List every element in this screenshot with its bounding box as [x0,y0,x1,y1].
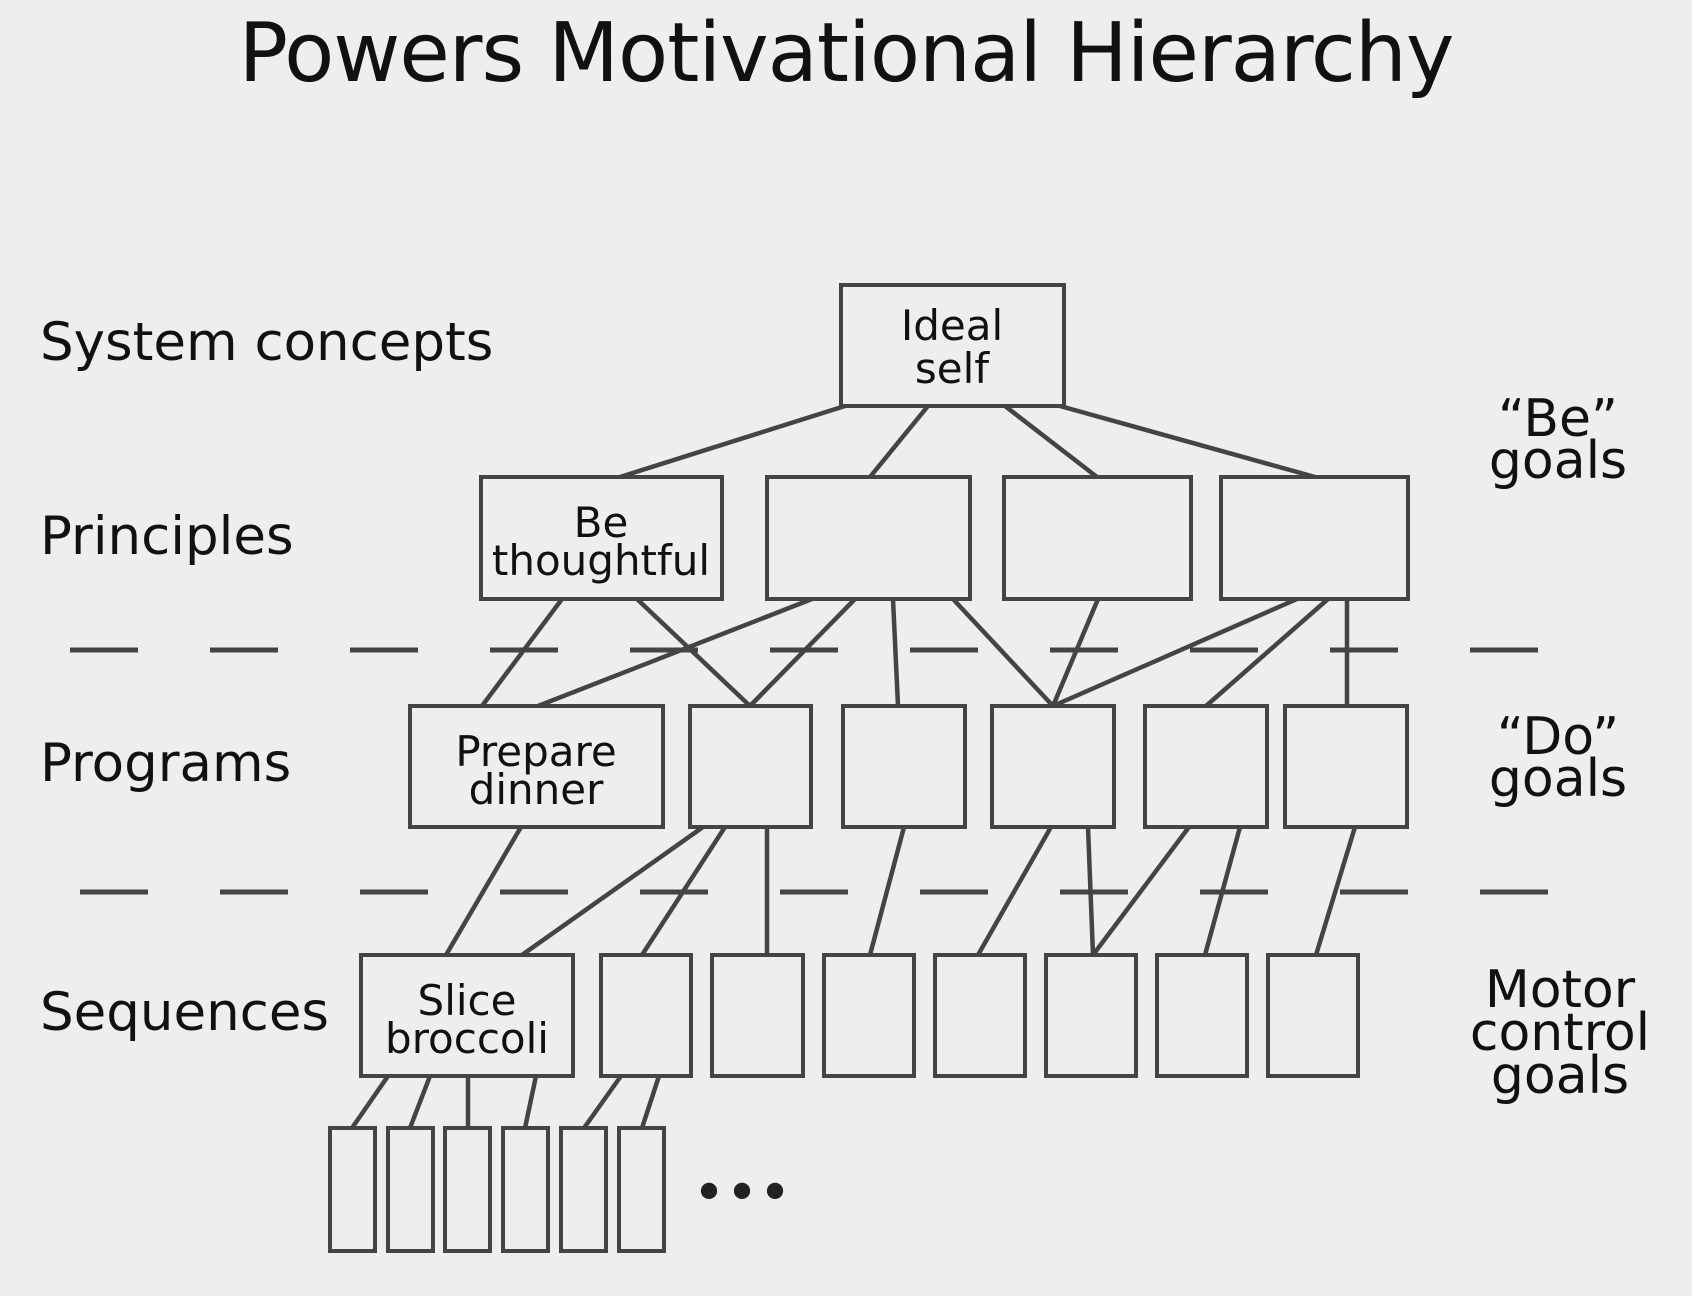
program-box-empty [990,704,1116,829]
ellipsis: ••• [692,1161,791,1226]
edge [976,825,1053,957]
primitive-box [559,1126,608,1253]
edges-system-to-principles [619,403,1316,480]
level-label-sequences: Sequences [40,982,329,1043]
node-prepare-dinner: Prepare dinner [408,704,665,829]
principle-box-empty [765,475,972,601]
edge [480,597,564,708]
edge [1313,826,1358,956]
edge [1091,825,1191,957]
level-label-programs: Programs [40,733,291,794]
edge [407,1075,433,1129]
motor-goals-line3: goals [1491,1046,1629,1106]
edge [582,1074,623,1130]
motor-control-goals-label: Motor control goals [1470,960,1650,1106]
sequence-box-empty [710,953,805,1078]
node-be-thoughtful: Be thoughtful [479,475,724,601]
node-slice-broccoli-line2: broccoli [385,1014,549,1063]
sequence-box-empty [599,953,693,1078]
edge [639,1075,662,1129]
edge [1204,597,1330,708]
node-slice-broccoli-line1: Slice [418,976,517,1025]
node-prepare-dinner-line2: dinner [469,765,604,814]
edge [1050,598,1101,707]
program-box-empty [1283,704,1409,829]
edge [444,825,523,957]
level-label-system-concepts: System concepts [40,312,493,373]
sequence-box-empty [933,953,1027,1078]
node-be-thoughtful-line1: Be [574,498,629,547]
node-slice-broccoli: Slice broccoli [359,953,575,1078]
edge [951,597,1055,708]
node-ideal-self: Ideal self [839,283,1066,408]
node-prepare-dinner-line1: Prepare [455,727,616,776]
do-goals-line2: goals [1489,749,1627,809]
edge [640,825,727,957]
be-goals-line1: “Be” [1498,389,1618,449]
slide-title: Powers Motivational Hierarchy [238,6,1455,101]
edges-sequences-to-primitives [350,1074,662,1130]
edge [1052,596,1298,709]
edge [635,597,752,708]
do-goals-label: “Do” goals [1489,707,1627,809]
edges-programs-to-sequences [444,825,1358,957]
edge [522,1075,539,1129]
principle-box-empty [1219,475,1410,601]
node-ideal-self-line1: Ideal [901,301,1003,350]
principle-box-empty [1002,475,1193,601]
be-goals-label: “Be” goals [1489,389,1627,491]
primitive-box [501,1126,550,1253]
do-goals-line1: “Do” [1497,707,1619,767]
edge [1003,404,1099,479]
sequence-box-empty [1044,953,1138,1078]
edge [867,826,907,956]
program-box-empty [1143,704,1269,829]
edge [1202,826,1243,956]
edges-principles-to-programs [480,596,1350,709]
program-box-empty [841,704,967,829]
edge [748,597,857,708]
edge [520,825,705,957]
edge [1059,403,1316,480]
edge [890,598,901,707]
edge [1085,826,1096,956]
edge [350,1074,390,1130]
node-be-thoughtful-line2: thoughtful [492,536,710,585]
be-goals-line2: goals [1489,431,1627,491]
sequence-box-empty [822,953,916,1078]
edge [619,403,846,480]
node-ideal-self-line2: self [915,344,990,393]
motor-goals-line2: control [1470,1003,1650,1063]
primitive-box [617,1126,666,1253]
primitive-box [443,1126,492,1253]
edge [868,404,930,479]
primitive-box [328,1126,377,1253]
motor-goals-line1: Motor [1485,960,1636,1020]
edge [537,596,813,709]
level-label-principles: Principles [40,506,294,567]
sequence-box-empty [1155,953,1249,1078]
sequence-box-empty [1266,953,1360,1078]
primitive-box [386,1126,435,1253]
program-box-empty [688,704,813,829]
